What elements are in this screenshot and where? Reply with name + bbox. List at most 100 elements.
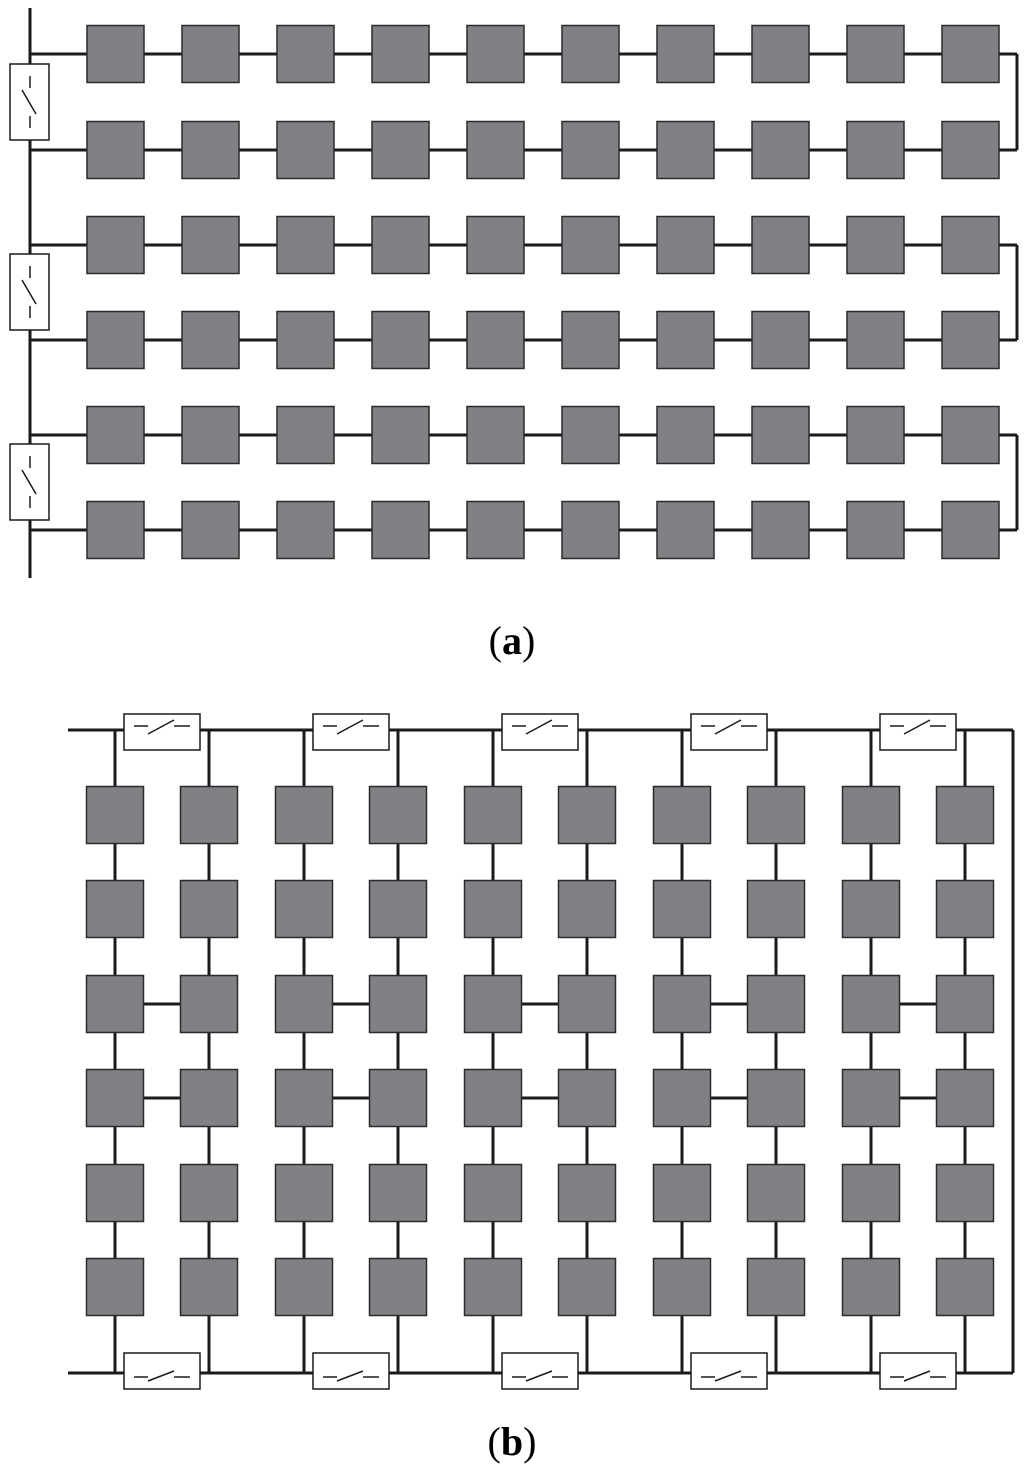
- pv-module: [846, 24, 905, 84]
- pv-module: [846, 500, 905, 560]
- pv-module: [368, 974, 428, 1034]
- vertical-switch: [9, 63, 50, 141]
- pv-module: [746, 879, 806, 939]
- pv-module: [179, 1163, 239, 1223]
- pv-module: [463, 974, 523, 1034]
- pv-module: [557, 1068, 617, 1128]
- pv-module: [557, 1163, 617, 1223]
- pv-module: [841, 1257, 901, 1317]
- pv-module: [179, 879, 239, 939]
- pv-module: [466, 120, 525, 180]
- pv-module: [181, 405, 240, 465]
- horizontal-switch: [123, 1352, 201, 1390]
- caption-b: (b): [487, 1419, 537, 1464]
- pv-module: [85, 785, 145, 845]
- pv-module: [846, 120, 905, 180]
- horizontal-switch: [312, 1352, 390, 1390]
- pv-module: [368, 785, 428, 845]
- pv-module: [371, 24, 430, 84]
- pv-module: [466, 500, 525, 560]
- horizontal-switch: [123, 713, 201, 751]
- pv-module: [466, 215, 525, 275]
- pv-module: [368, 1068, 428, 1128]
- pv-module: [368, 1257, 428, 1317]
- pv-module: [274, 1163, 334, 1223]
- pv-module: [751, 120, 810, 180]
- switch-body: [879, 1352, 957, 1390]
- pv-module: [751, 310, 810, 370]
- pv-module: [846, 215, 905, 275]
- pv-module: [656, 215, 715, 275]
- switch-body: [501, 1352, 579, 1390]
- pv-module: [463, 785, 523, 845]
- pv-module: [86, 405, 145, 465]
- pv-module: [561, 24, 620, 84]
- pv-module: [463, 1163, 523, 1223]
- pv-module: [557, 974, 617, 1034]
- diagram-b-parallel-columns: [68, 713, 1015, 1390]
- pv-module: [86, 24, 145, 84]
- pv-module: [656, 500, 715, 560]
- pv-module: [935, 1257, 995, 1317]
- vertical-switch: [9, 253, 50, 331]
- pv-module: [841, 879, 901, 939]
- vertical-switch: [9, 443, 50, 521]
- pv-module: [941, 215, 1000, 275]
- pv-module: [746, 1068, 806, 1128]
- pv-module: [935, 1163, 995, 1223]
- pv-module: [652, 879, 712, 939]
- pv-module: [276, 24, 335, 84]
- pv-module: [274, 879, 334, 939]
- switch-body: [501, 713, 579, 751]
- pv-module: [841, 1163, 901, 1223]
- pv-module: [846, 310, 905, 370]
- pv-module: [179, 1257, 239, 1317]
- switch-blade: [21, 89, 37, 115]
- pv-module: [652, 1163, 712, 1223]
- horizontal-switch: [312, 713, 390, 751]
- pv-module: [935, 1068, 995, 1128]
- switch-blade: [21, 279, 37, 305]
- horizontal-switch: [690, 713, 768, 751]
- pv-module: [371, 405, 430, 465]
- pv-module: [274, 974, 334, 1034]
- pv-module: [85, 1257, 145, 1317]
- switch-body: [312, 713, 390, 751]
- pv-module: [181, 215, 240, 275]
- horizontal-switch: [501, 1352, 579, 1390]
- switch-body: [690, 1352, 768, 1390]
- pv-module: [85, 879, 145, 939]
- pv-module: [941, 500, 1000, 560]
- pv-module: [274, 785, 334, 845]
- pv-module: [561, 405, 620, 465]
- switch-blade: [525, 1370, 553, 1382]
- pv-module: [746, 1163, 806, 1223]
- pv-module: [841, 974, 901, 1034]
- switch-blade: [147, 719, 175, 735]
- pv-module: [656, 405, 715, 465]
- pv-module: [371, 500, 430, 560]
- switch-body: [123, 1352, 201, 1390]
- pv-module: [941, 24, 1000, 84]
- pv-module: [751, 500, 810, 560]
- pv-module: [751, 24, 810, 84]
- pv-module: [746, 974, 806, 1034]
- pv-module: [935, 974, 995, 1034]
- pv-module: [276, 500, 335, 560]
- pv-module: [181, 310, 240, 370]
- horizontal-switch: [879, 713, 957, 751]
- pv-module: [274, 1068, 334, 1128]
- switch-body: [123, 713, 201, 751]
- horizontal-switch: [690, 1352, 768, 1390]
- pv-module: [656, 310, 715, 370]
- pv-module: [181, 24, 240, 84]
- pv-module: [463, 1257, 523, 1317]
- pv-module: [466, 405, 525, 465]
- pv-module: [935, 785, 995, 845]
- switch-blade: [903, 1370, 931, 1382]
- pv-module: [561, 120, 620, 180]
- switch-blade: [147, 1370, 175, 1382]
- switch-blade: [525, 719, 553, 735]
- pv-module: [466, 24, 525, 84]
- pv-module: [557, 879, 617, 939]
